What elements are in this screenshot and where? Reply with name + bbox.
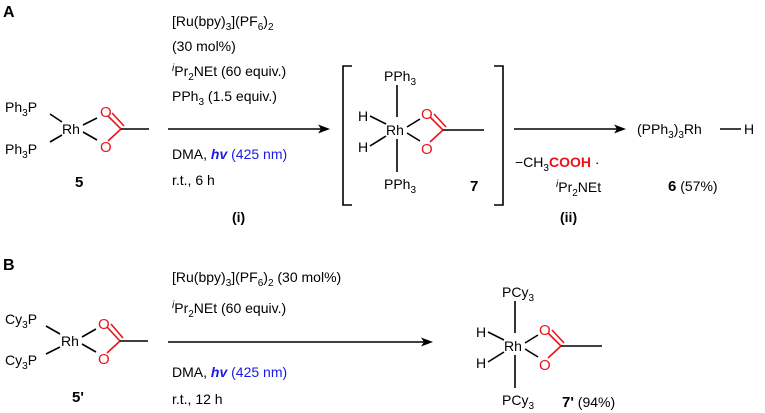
compound-5p-ligand-top: Cy3P — [5, 311, 37, 331]
step-ii-byproduct-acid: −CH3COOH · — [515, 154, 600, 174]
panel-b-solvent: DMA, hv (425 nm) — [172, 364, 287, 380]
arrow-i — [168, 124, 330, 134]
step-i-phosphine: PPh3 (1.5 equiv.) — [172, 88, 277, 108]
compound-7-prime: PCy3 H H Rh PCy3 O O 7' (94%) — [476, 284, 615, 412]
panel-b-time: r.t., 12 h — [172, 391, 223, 407]
step-i-solvent: DMA, hv (425 nm) — [172, 146, 287, 162]
arrow-b — [168, 337, 433, 347]
step-i-label: (i) — [232, 209, 245, 225]
arrow-ii — [514, 124, 626, 134]
compound-5-number: 5 — [75, 174, 83, 191]
compound-7-oxygen-bottom: O — [421, 141, 433, 158]
panel-b-label: B — [3, 257, 15, 274]
step-i-catalyst: [Ru(bpy)3](PF6)2 — [172, 13, 274, 33]
compound-5-oxygen-top: O — [100, 104, 112, 121]
step-ii-conditions: −CH3COOH · iPr2NEt (ii) — [515, 154, 601, 225]
brackets-7 — [342, 65, 504, 206]
compound-6-formula: (PPh3)3Rh — [637, 121, 702, 141]
step-i-base: iPr2NEt (60 equiv.) — [172, 63, 286, 83]
compound-5p-oxygen-bottom: O — [98, 351, 110, 368]
compound-7: PPh3 H H Rh PPh3 O O 7 — [358, 68, 484, 196]
compound-7p-hydride-top: H — [476, 324, 486, 340]
step-ii-byproduct-amine: iPr2NEt — [556, 179, 601, 199]
compound-7-bottom-ligand: PPh3 — [384, 176, 416, 196]
compound-5p-number: 5' — [72, 389, 84, 406]
step-i-catalyst-loading: (30 mol%) — [172, 38, 236, 54]
step-ii-label: (ii) — [560, 209, 577, 225]
panel-b-conditions: [Ru(bpy)3](PF6)2 (30 mol%) iPr2NEt (60 e… — [172, 269, 341, 407]
compound-5-prime: Cy3P Cy3P Rh O O 5' — [5, 311, 148, 406]
panel-b-catalyst: [Ru(bpy)3](PF6)2 (30 mol%) — [172, 269, 341, 289]
compound-7p-top-ligand: PCy3 — [502, 284, 534, 304]
compound-6: (PPh3)3Rh H 6 (57%) — [637, 121, 754, 195]
compound-7-number: 7 — [470, 178, 478, 195]
compound-5p-oxygen-top: O — [98, 316, 110, 333]
compound-6-label: 6 (57%) — [668, 178, 718, 195]
compound-7-oxygen-top: O — [421, 106, 433, 123]
panel-a-label: A — [3, 4, 15, 21]
compound-7p-oxygen-top: O — [539, 322, 551, 339]
compound-5p-rh: Rh — [61, 333, 79, 349]
compound-7-top-ligand: PPh3 — [384, 68, 416, 88]
compound-5-oxygen-bottom: O — [100, 139, 112, 156]
compound-7-hydride-bottom: H — [358, 139, 368, 155]
compound-5-rh: Rh — [62, 121, 80, 137]
compound-7p-bottom-ligand: PCy3 — [502, 392, 534, 412]
compound-6-hydride: H — [744, 121, 754, 137]
compound-7p-hydride-bottom: H — [476, 355, 486, 371]
compound-7p-label: 7' (94%) — [562, 394, 615, 411]
compound-7p-oxygen-bottom: O — [539, 357, 551, 374]
compound-5-ligand-bottom: Ph3P — [5, 141, 37, 161]
panel-b-base: iPr2NEt (60 equiv.) — [172, 300, 286, 320]
step-i-conditions: [Ru(bpy)3](PF6)2 (30 mol%) iPr2NEt (60 e… — [172, 13, 287, 225]
compound-5-ligand-top: Ph3P — [5, 99, 37, 119]
compound-5p-ligand-bottom: Cy3P — [5, 352, 37, 372]
compound-7-rh: Rh — [386, 122, 404, 138]
compound-7p-rh: Rh — [504, 338, 522, 354]
compound-5: Ph3P Ph3P Rh O O 5 — [5, 99, 149, 191]
step-i-time: r.t., 6 h — [172, 172, 215, 188]
compound-7-hydride-top: H — [358, 108, 368, 124]
